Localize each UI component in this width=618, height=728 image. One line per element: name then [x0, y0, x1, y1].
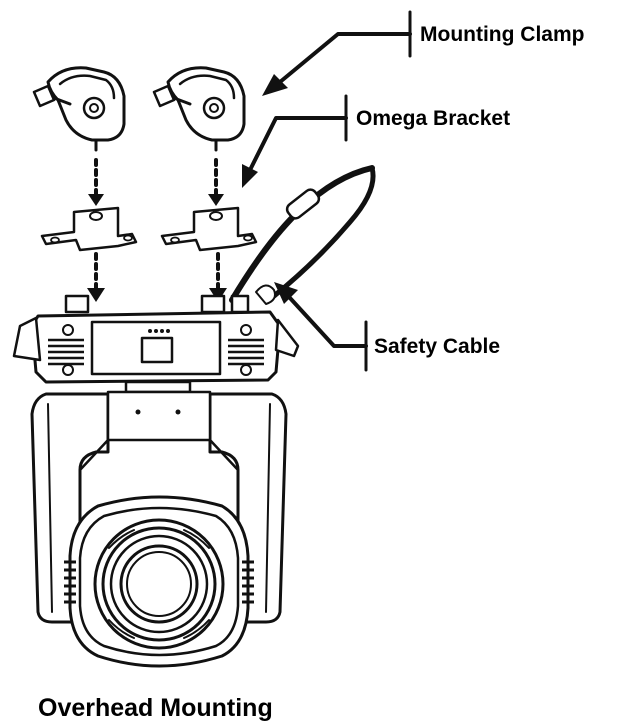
dotted-arrowhead-left-upper	[88, 194, 104, 206]
label-safety-cable: Safety Cable	[374, 335, 500, 358]
callout-arrowhead-safety	[274, 282, 298, 304]
callout-mounting-clamp: Mounting Clamp	[262, 10, 584, 96]
label-omega-bracket: Omega Bracket	[356, 107, 510, 130]
callout-safety-cable: Safety Cable	[274, 282, 500, 372]
callout-omega-bracket: Omega Bracket	[242, 94, 510, 188]
fixture-head	[64, 495, 254, 668]
fixture-yoke	[30, 390, 288, 624]
mounting-clamp-right	[152, 66, 246, 152]
dotted-arrowhead-left-lower	[87, 288, 105, 302]
omega-bracket-right	[160, 206, 258, 252]
callout-arrowhead-omega	[242, 164, 258, 188]
fixture-top-plate	[12, 294, 300, 394]
safety-cable	[229, 165, 376, 305]
label-mounting-clamp: Mounting Clamp	[420, 23, 584, 46]
dotted-arrowhead-right-upper	[208, 194, 224, 206]
mounting-clamp-left	[32, 66, 126, 152]
omega-bracket-left	[40, 206, 138, 252]
figure-caption: Overhead Mounting	[38, 694, 273, 722]
callout-arrowhead-clamp	[262, 74, 288, 96]
